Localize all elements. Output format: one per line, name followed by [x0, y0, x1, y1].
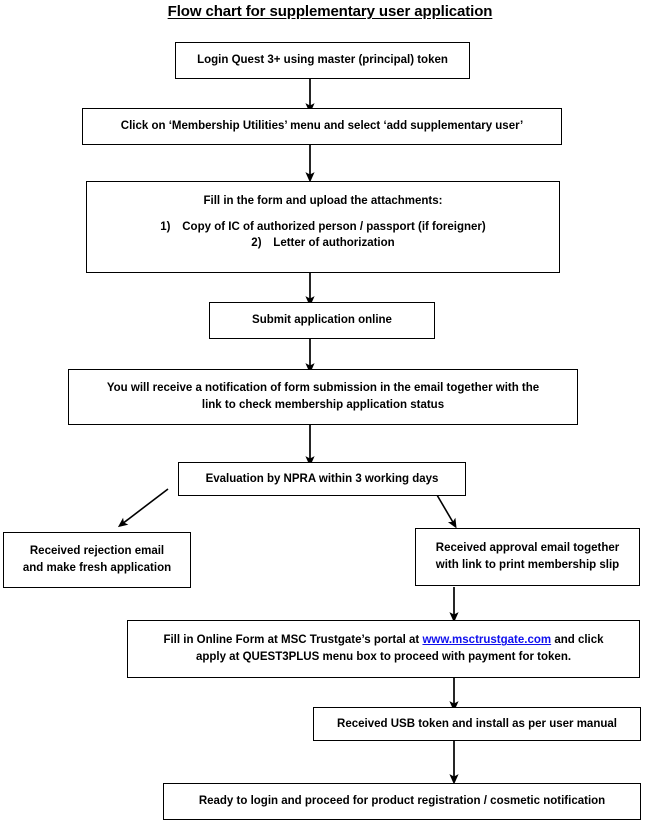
node-fill-form-item-1-number: 1): [160, 220, 171, 233]
page-title: Flow chart for supplementary user applic…: [167, 3, 493, 20]
node-fill-form-heading: Fill in the form and upload the attachme…: [203, 195, 443, 207]
msctrustgate-link[interactable]: www.msctrustgate.com: [422, 634, 552, 647]
node-fill-form-item-1-text: Copy of IC of authorized person / passpo…: [182, 220, 486, 233]
node-ready-label: Ready to login and proceed for product r…: [198, 795, 606, 808]
node-usb-token[interactable]: Received USB token and install as per us…: [313, 707, 641, 741]
node-login[interactable]: Login Quest 3+ using master (principal) …: [175, 42, 470, 79]
node-membership-menu[interactable]: Click on ‘Membership Utilities’ menu and…: [82, 108, 562, 145]
node-fill-form-item-2: 2) Letter of authorization: [95, 235, 551, 252]
node-online-form-line-1: Fill in Online Form at MSC Trustgate’s p…: [136, 632, 631, 649]
node-online-form-pre-link-text: Fill in Online Form at MSC Trustgate’s p…: [163, 634, 423, 647]
node-approval[interactable]: Received approval email together with li…: [415, 528, 640, 586]
node-approval-line-1: Received approval email together: [435, 542, 620, 555]
node-submit[interactable]: Submit application online: [209, 302, 435, 339]
node-rejection-line-2: and make fresh application: [22, 562, 172, 574]
node-approval-line-2: with link to print membership slip: [435, 559, 620, 571]
node-online-form-post-link-text: and click: [551, 634, 604, 647]
node-login-label: Login Quest 3+ using master (principal) …: [197, 54, 448, 67]
node-ready[interactable]: Ready to login and proceed for product r…: [163, 783, 641, 820]
node-online-form[interactable]: Fill in Online Form at MSC Trustgate’s p…: [127, 620, 640, 678]
node-usb-token-label: Received USB token and install as per us…: [337, 717, 617, 730]
node-fill-form-item-2-number: 2): [251, 237, 262, 250]
node-submit-label: Submit application online: [252, 314, 392, 327]
node-fill-form-item-1: 1) Copy of IC of authorized person / pass…: [95, 219, 551, 236]
node-evaluation[interactable]: Evaluation by NPRA within 3 working days: [178, 462, 466, 496]
node-fill-form[interactable]: Fill in the form and upload the attachme…: [86, 181, 560, 273]
node-membership-menu-label: Click on ‘Membership Utilities’ menu and…: [120, 120, 524, 133]
node-rejection-line-1: Received rejection email: [29, 545, 165, 558]
node-notification-line-1: You will receive a notification of form …: [106, 382, 540, 395]
arrow-evaluation-to-rejection: [117, 488, 169, 528]
arrow-evaluation-to-approval: [436, 494, 457, 529]
node-evaluation-label: Evaluation by NPRA within 3 working days: [205, 472, 439, 485]
node-notification[interactable]: You will receive a notification of form …: [68, 369, 578, 425]
node-online-form-line-2: apply at QUEST3PLUS menu box to proceed …: [195, 651, 572, 663]
node-notification-line-2: link to check membership application sta…: [201, 399, 445, 411]
node-fill-form-item-2-text: Letter of authorization: [273, 237, 395, 250]
node-rejection[interactable]: Received rejection email and make fresh …: [3, 532, 191, 588]
